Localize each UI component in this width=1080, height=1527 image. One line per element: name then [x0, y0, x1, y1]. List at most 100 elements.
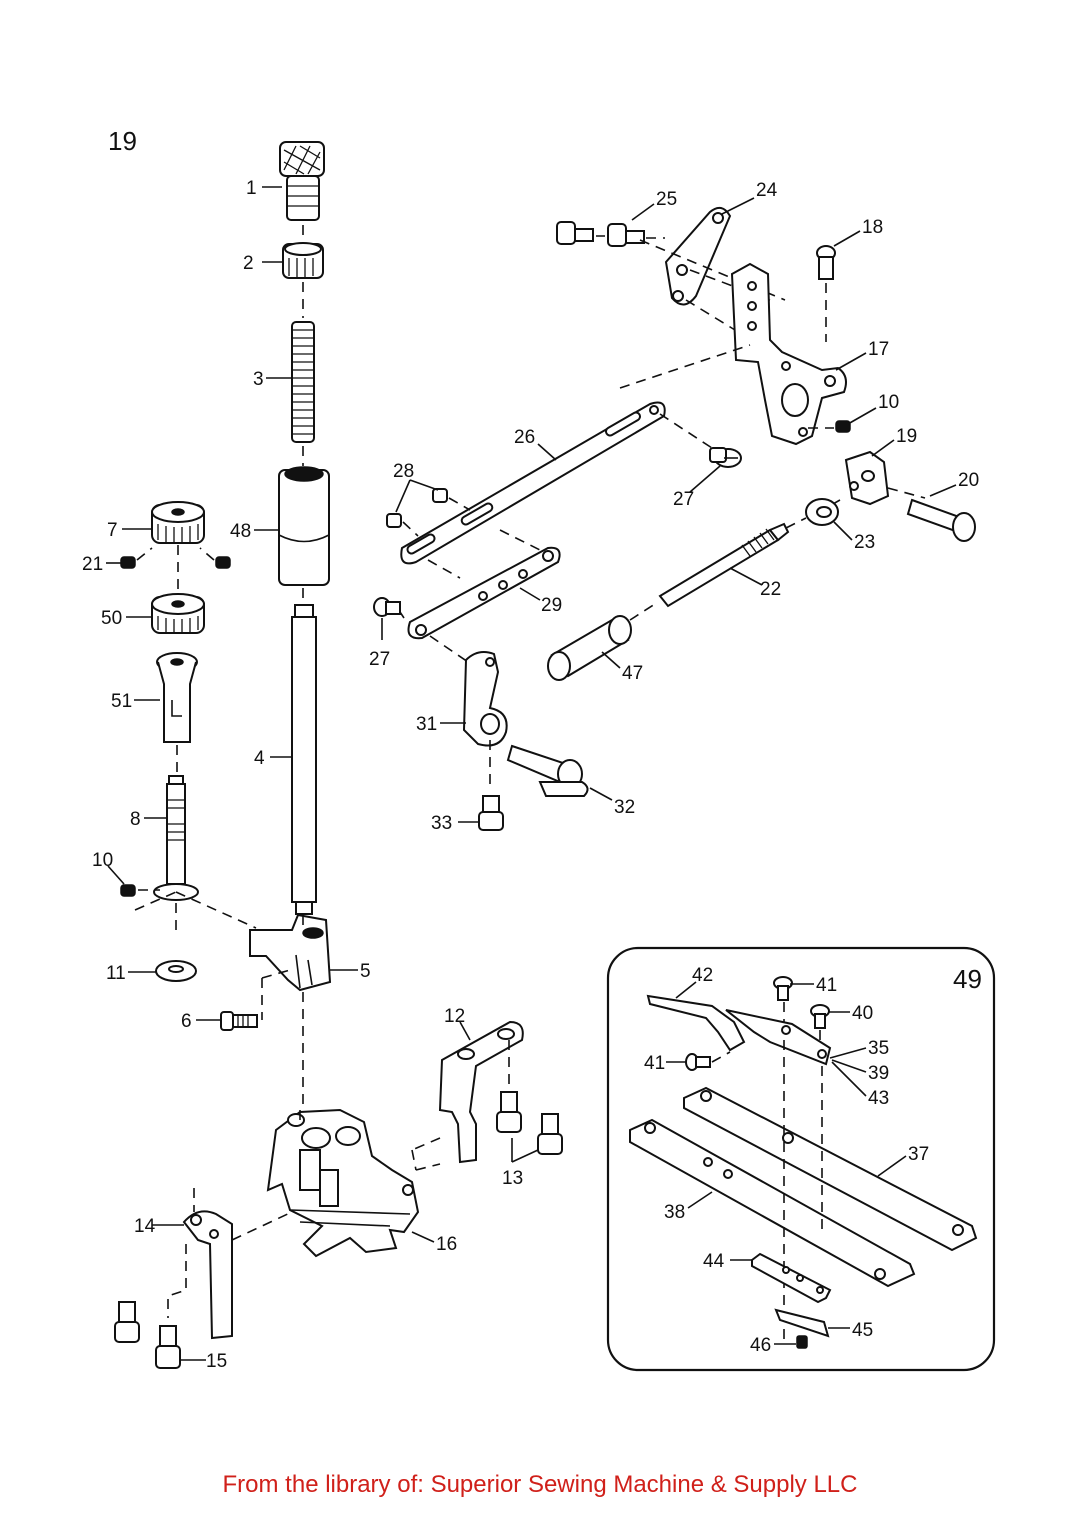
- label-46: 46: [750, 1335, 771, 1356]
- label-11: 11: [106, 963, 126, 984]
- part-46-screw: [796, 1335, 808, 1349]
- label-37: 37: [908, 1144, 929, 1165]
- label-27-lower: 27: [369, 649, 390, 670]
- part-17-bracket: [730, 262, 847, 446]
- label-38: 38: [664, 1202, 685, 1223]
- part-41-screw-top: [773, 976, 793, 1001]
- label-4: 4: [254, 748, 265, 769]
- part-45-plate: [774, 1308, 830, 1338]
- upper-linkage: [547, 206, 976, 681]
- label-1: 1: [246, 178, 257, 199]
- label-3: 3: [253, 369, 264, 390]
- label-8: 8: [130, 809, 141, 830]
- label-21: 21: [82, 554, 103, 575]
- label-31: 31: [416, 714, 437, 735]
- part-20-pin: [906, 498, 976, 542]
- label-6: 6: [181, 1011, 192, 1032]
- label-20: 20: [958, 470, 979, 491]
- part-6-screw: [220, 1011, 258, 1031]
- part-15-screw-b: [155, 1325, 181, 1369]
- part-32-pin: [506, 744, 589, 797]
- label-19: 19: [896, 426, 917, 447]
- part-22-shaft: [658, 522, 790, 608]
- inset-label: 49: [953, 964, 982, 994]
- part-48-bushing: [278, 466, 330, 586]
- label-7: 7: [107, 520, 118, 541]
- part-28-screw-a: [432, 488, 448, 503]
- label-51: 51: [111, 691, 132, 712]
- label-39: 39: [868, 1063, 889, 1084]
- label-28: 28: [393, 461, 414, 482]
- label-25: 25: [656, 189, 677, 210]
- part-16-presser-foot: [266, 1108, 420, 1258]
- part-1-pressure-screw: [279, 141, 325, 221]
- label-47: 47: [622, 663, 643, 684]
- part-labels: 1 2 3 48 7 21 50 51 4 8 10 11 5 6 25 24 …: [82, 178, 979, 1372]
- part-2-nut: [282, 242, 324, 279]
- part-47-sleeve: [547, 615, 632, 681]
- label-22: 22: [760, 579, 781, 600]
- part-33-screw: [478, 795, 504, 831]
- part-18-screw: [816, 245, 836, 280]
- presser-foot-assembly: [114, 1020, 563, 1369]
- link-assembly: [373, 401, 742, 831]
- leader-lines: [106, 186, 957, 1361]
- label-29: 29: [541, 595, 562, 616]
- label-15: 15: [206, 1351, 227, 1372]
- label-41-side: 41: [644, 1053, 665, 1074]
- part-41-screw-side: [685, 1053, 711, 1071]
- part-10-set-screw-right: [835, 420, 851, 433]
- part-23-nut: [805, 498, 839, 526]
- label-12: 12: [444, 1006, 465, 1027]
- part-19-clevis: [844, 450, 890, 506]
- library-footer: From the library of: Superior Sewing Mac…: [222, 1471, 858, 1498]
- part-25-screw-right: [607, 223, 645, 247]
- label-48: 48: [230, 521, 251, 542]
- part-4-presser-bar: [291, 604, 317, 915]
- label-35: 35: [868, 1038, 889, 1059]
- part-37-bar: [683, 1086, 978, 1252]
- part-21-set-screw-right: [215, 556, 231, 569]
- label-23: 23: [854, 532, 875, 553]
- part-11-washer: [155, 960, 197, 982]
- part-12-bracket: [438, 1020, 524, 1164]
- label-16: 16: [436, 1234, 457, 1255]
- part-10-set-screw-left: [120, 884, 136, 897]
- label-44: 44: [703, 1251, 725, 1272]
- label-24: 24: [756, 180, 778, 201]
- part-8-stud: [153, 775, 199, 901]
- label-18: 18: [862, 217, 883, 238]
- label-10-right: 10: [878, 392, 899, 413]
- part-21-set-screw-left: [120, 556, 136, 569]
- part-5-bar-guide-bracket: [249, 913, 332, 992]
- inset-49-box: 49: [606, 946, 996, 1372]
- pressure-regulating-column: [220, 141, 332, 1120]
- part-13-screw-b: [537, 1113, 563, 1155]
- label-41-top: 41: [816, 975, 837, 996]
- label-33: 33: [431, 813, 452, 834]
- label-5: 5: [360, 961, 371, 982]
- part-27-screw-upper: [709, 447, 742, 468]
- label-27-upper: 27: [673, 489, 694, 510]
- label-2: 2: [243, 253, 254, 274]
- part-26-long-link: [400, 401, 666, 565]
- part-35-spring-plate: [725, 1009, 832, 1066]
- left-stud-stack: [120, 501, 257, 982]
- part-42-thin-plate: [646, 994, 746, 1052]
- page-number: 19: [108, 126, 137, 156]
- part-7-knob: [151, 501, 205, 544]
- part-38-bar: [629, 1118, 916, 1288]
- part-29-link: [407, 546, 561, 640]
- part-27-screw-lower: [373, 597, 401, 617]
- part-44-plate: [751, 1252, 832, 1304]
- part-51-sleeve: [156, 652, 198, 743]
- part-14-rod: [182, 1210, 233, 1340]
- part-24-plate: [664, 206, 732, 306]
- label-26: 26: [514, 427, 535, 448]
- part-15-screw-a: [114, 1301, 140, 1343]
- label-13: 13: [502, 1168, 523, 1189]
- label-50: 50: [101, 608, 122, 629]
- part-3-spring: [291, 321, 315, 443]
- label-14: 14: [134, 1216, 156, 1237]
